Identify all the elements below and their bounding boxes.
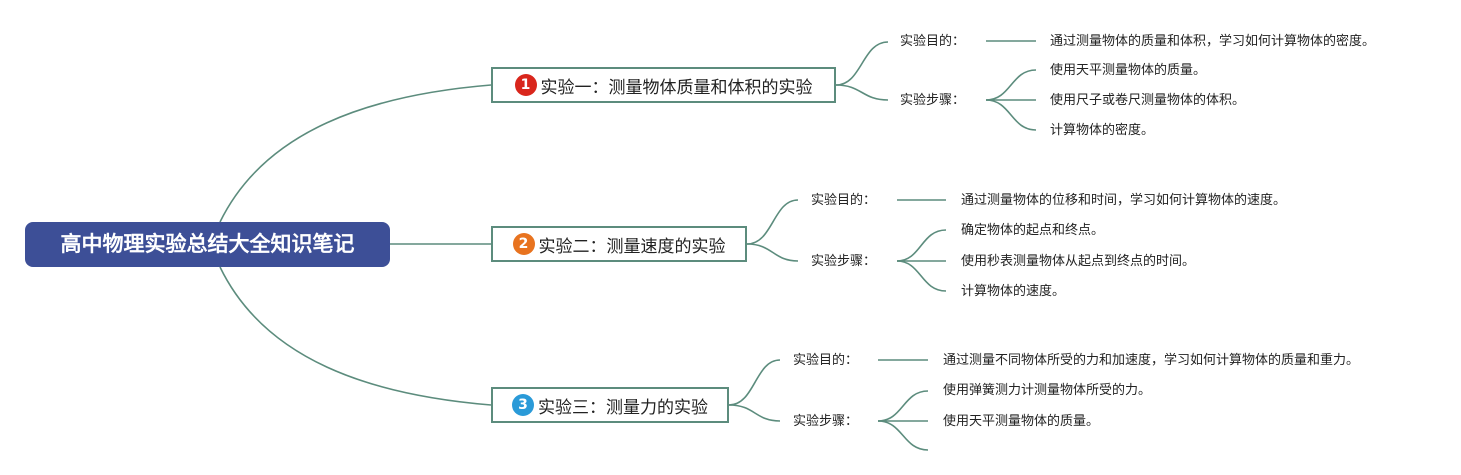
step-2-1[interactable]: 确定物体的起点和终点。 xyxy=(961,223,1105,238)
branch-title-3: 实验三：测量力的实验 xyxy=(538,397,708,418)
number-badge-3: 3 xyxy=(512,394,534,416)
purpose-text-2[interactable]: 通过测量物体的位移和时间，学习如何计算物体的速度。 xyxy=(961,193,1287,208)
steps-label-2[interactable]: 实验步骤： xyxy=(811,254,877,269)
step-1-1[interactable]: 使用天平测量物体的质量。 xyxy=(1050,63,1207,78)
number-badge-2: 2 xyxy=(512,233,535,255)
branch-node-1[interactable]: 1 实验一：测量物体质量和体积的实验 xyxy=(491,67,836,103)
purpose-label-1[interactable]: 实验目的： xyxy=(900,34,966,49)
steps-label-1[interactable]: 实验步骤： xyxy=(900,93,966,108)
root-node-title[interactable]: 高中物理实验总结大全知识笔记 xyxy=(25,222,390,267)
step-3-2[interactable]: 使用天平测量物体的质量。 xyxy=(943,414,1100,429)
branch-title-2: 实验二：测量速度的实验 xyxy=(538,236,726,257)
purpose-label-2[interactable]: 实验目的： xyxy=(811,193,877,208)
branch-node-2[interactable]: 2 实验二：测量速度的实验 xyxy=(491,226,747,262)
purpose-text-3[interactable]: 通过测量不同物体所受的力和加速度，学习如何计算物体的质量和重力。 xyxy=(943,353,1360,368)
number-badge-1: 1 xyxy=(514,74,537,96)
step-2-2[interactable]: 使用秒表测量物体从起点到终点的时间。 xyxy=(961,254,1196,269)
steps-label-3[interactable]: 实验步骤： xyxy=(793,414,859,429)
step-3-1[interactable]: 使用弹簧测力计测量物体所受的力。 xyxy=(943,383,1152,398)
branch-title-1: 实验一：测量物体质量和体积的实验 xyxy=(540,77,813,98)
step-1-3[interactable]: 计算物体的密度。 xyxy=(1050,123,1155,138)
branch-node-3[interactable]: 3 实验三：测量力的实验 xyxy=(491,387,729,423)
purpose-label-3[interactable]: 实验目的： xyxy=(793,353,859,368)
step-1-2[interactable]: 使用尺子或卷尺测量物体的体积。 xyxy=(1050,93,1246,108)
step-2-3[interactable]: 计算物体的速度。 xyxy=(961,284,1066,299)
purpose-text-1[interactable]: 通过测量物体的质量和体积，学习如何计算物体的密度。 xyxy=(1050,34,1376,49)
